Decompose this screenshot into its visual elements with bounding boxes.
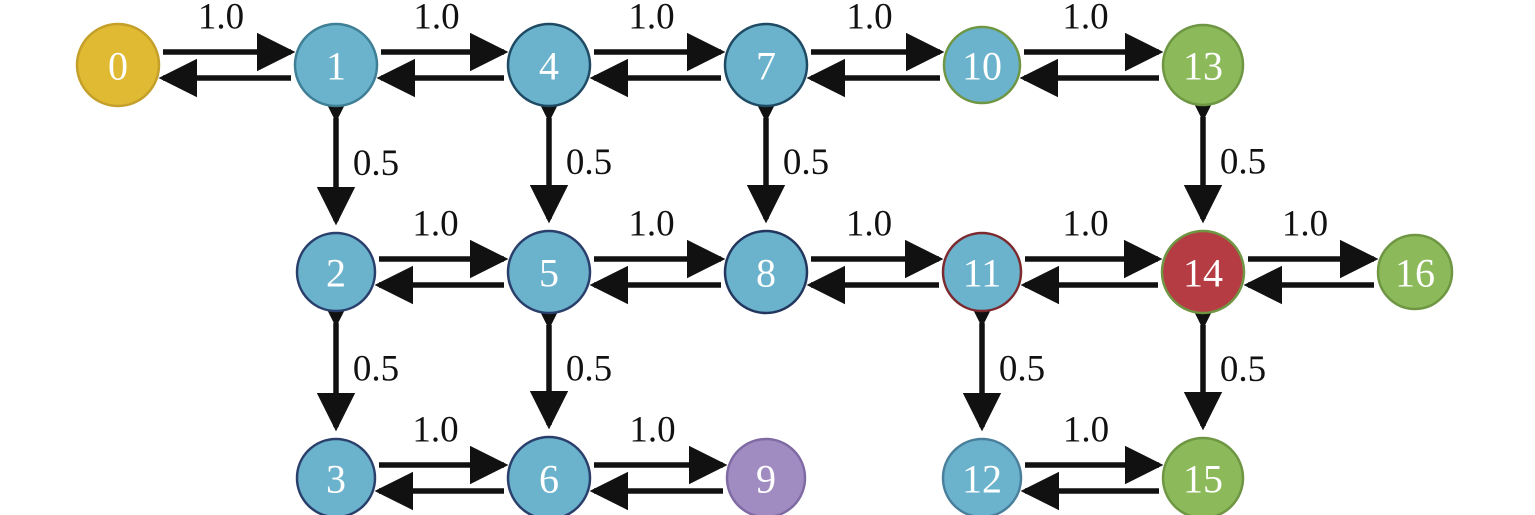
node-label: 6 — [539, 457, 559, 502]
edge-4-5: 0.5 — [529, 83, 612, 224]
edge-13-14: 0.5 — [1183, 82, 1266, 224]
graph-node-12[interactable]: 12 — [941, 437, 1023, 515]
node-circle[interactable] — [941, 231, 1023, 313]
edge-5-8: 1.0 — [589, 204, 726, 305]
edge-14-16: 1.0 — [1243, 204, 1379, 305]
graph-node-7[interactable]: 7 — [723, 22, 809, 108]
edge-1-4: 1.0 — [376, 0, 509, 98]
graph-node-2[interactable]: 2 — [295, 231, 377, 313]
edge-weight-label: 1.0 — [1063, 410, 1109, 451]
node-circle[interactable] — [942, 25, 1022, 105]
edge-weight-label: 1.0 — [629, 410, 675, 451]
node-label: 7 — [756, 44, 776, 89]
node-label: 8 — [756, 251, 776, 296]
graph-node-0[interactable]: 0 — [75, 22, 161, 108]
node-circle[interactable] — [941, 437, 1023, 515]
edge-14-15: 0.5 — [1183, 290, 1266, 431]
node-circle[interactable] — [1161, 23, 1245, 107]
edge-0-1: 1.0 — [158, 0, 296, 98]
edge-layer: 1.0 1.0 1.0 1.0 1.0 1.0 1.0 1.0 1.0 1.0 1.0 1.0 1.0 0… — [158, 0, 1379, 511]
edge-1-2: 0.5 — [316, 83, 399, 226]
node-label: 4 — [539, 44, 559, 89]
edge-3-6: 1.0 — [374, 410, 509, 511]
node-label: 3 — [326, 457, 346, 502]
edge-weight-label: 1.0 — [628, 0, 674, 38]
graph-node-3[interactable]: 3 — [295, 437, 377, 515]
node-circle[interactable] — [295, 437, 377, 515]
edge-weight-label: 0.5 — [566, 142, 612, 183]
node-circle[interactable] — [1160, 229, 1246, 315]
node-label: 13 — [1183, 44, 1223, 89]
node-label: 1 — [326, 44, 346, 89]
node-circle[interactable] — [1376, 233, 1454, 311]
graph-node-13[interactable]: 13 — [1161, 23, 1245, 107]
edge-12-15: 1.0 — [1020, 410, 1164, 511]
node-circle[interactable] — [723, 229, 809, 315]
edge-weight-label: 1.0 — [1062, 0, 1108, 38]
edge-2-5: 1.0 — [374, 204, 509, 305]
graph-node-11[interactable]: 11 — [941, 231, 1023, 313]
edge-10-13: 1.0 — [1019, 0, 1164, 98]
edge-7-8: 0.5 — [746, 83, 829, 224]
graph-node-1[interactable]: 1 — [293, 22, 379, 108]
node-circle[interactable] — [506, 229, 592, 315]
edge-weight-label: 0.5 — [1220, 349, 1266, 390]
node-label: 9 — [756, 457, 776, 502]
edge-5-6: 0.5 — [529, 290, 612, 430]
edge-7-10: 1.0 — [806, 0, 945, 98]
node-circle[interactable] — [293, 22, 379, 108]
node-label: 10 — [962, 44, 1002, 89]
graph-node-8[interactable]: 8 — [723, 229, 809, 315]
node-label: 11 — [963, 251, 1002, 296]
edge-weight-label: 0.5 — [353, 349, 399, 390]
graph-node-14[interactable]: 14 — [1160, 229, 1246, 315]
edge-weight-label: 1.0 — [198, 0, 244, 38]
node-label: 15 — [1183, 457, 1223, 502]
graph-node-4[interactable]: 4 — [506, 22, 592, 108]
edge-weight-label: 0.5 — [566, 349, 612, 390]
edge-weight-label: 0.5 — [1220, 142, 1266, 183]
graph-node-6[interactable]: 6 — [506, 435, 592, 515]
node-circle[interactable] — [75, 22, 161, 108]
node-label: 12 — [962, 457, 1002, 502]
node-label: 0 — [108, 44, 128, 89]
graph-node-9[interactable]: 9 — [725, 437, 807, 515]
edge-weight-label: 1.0 — [1062, 204, 1108, 245]
edge-2-3: 0.5 — [316, 288, 399, 432]
node-label: 14 — [1183, 251, 1223, 296]
node-label: 16 — [1395, 251, 1435, 296]
edge-weight-label: 1.0 — [413, 0, 459, 38]
node-label: 5 — [539, 251, 559, 296]
node-circle[interactable] — [1161, 436, 1245, 515]
node-circle[interactable] — [725, 437, 807, 515]
edge-11-14: 1.0 — [1020, 204, 1163, 305]
node-circle[interactable] — [506, 435, 592, 515]
node-circle[interactable] — [295, 231, 377, 313]
edge-weight-label: 1.0 — [846, 204, 892, 245]
graph-node-15[interactable]: 15 — [1161, 436, 1245, 515]
edge-weight-label: 1.0 — [1282, 204, 1328, 245]
node-circle[interactable] — [723, 22, 809, 108]
graph-node-10[interactable]: 10 — [942, 25, 1022, 105]
edge-11-12: 0.5 — [962, 288, 1045, 432]
edge-weight-label: 1.0 — [412, 410, 458, 451]
edge-weight-label: 1.0 — [846, 0, 892, 38]
edge-8-11: 1.0 — [806, 204, 944, 305]
edge-weight-label: 0.5 — [353, 143, 399, 184]
edge-weight-label: 0.5 — [999, 349, 1045, 390]
graph-node-5[interactable]: 5 — [506, 229, 592, 315]
edge-weight-label: 1.0 — [412, 204, 458, 245]
edge-weight-label: 1.0 — [628, 204, 674, 245]
edge-weight-label: 0.5 — [783, 142, 829, 183]
node-label: 2 — [326, 251, 346, 296]
graph-node-16[interactable]: 16 — [1376, 233, 1454, 311]
node-circle[interactable] — [506, 22, 592, 108]
edge-4-7: 1.0 — [589, 0, 726, 98]
edge-6-9: 1.0 — [589, 410, 728, 511]
